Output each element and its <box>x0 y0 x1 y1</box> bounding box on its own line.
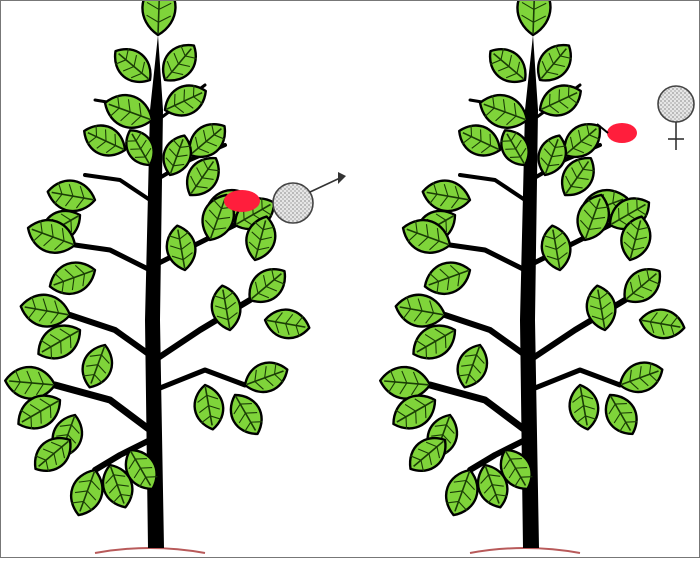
image-border <box>0 0 700 558</box>
plant-diagram <box>0 0 700 558</box>
